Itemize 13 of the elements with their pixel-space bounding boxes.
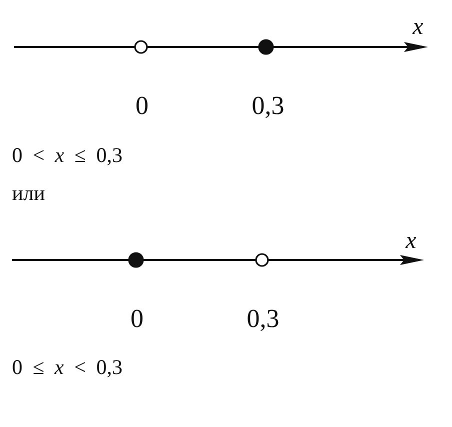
axis-label: x — [412, 15, 424, 39]
point-value-label: 0 — [136, 93, 148, 119]
point-value-label: 0,3 — [246, 306, 280, 332]
open-point-marker — [134, 40, 148, 54]
inequality: 0 < x ≤ 0,3 — [12, 145, 122, 166]
open-point-marker — [255, 253, 269, 267]
point-value-label: 0,3 — [252, 93, 284, 119]
filled-point-marker — [258, 39, 274, 55]
connecting-word: или — [12, 183, 45, 204]
inequality: 0 ≤ x < 0,3 — [12, 357, 122, 378]
axis-label: x — [406, 229, 416, 253]
filled-point-marker — [128, 252, 144, 268]
point-value-label: 0 — [130, 306, 144, 332]
